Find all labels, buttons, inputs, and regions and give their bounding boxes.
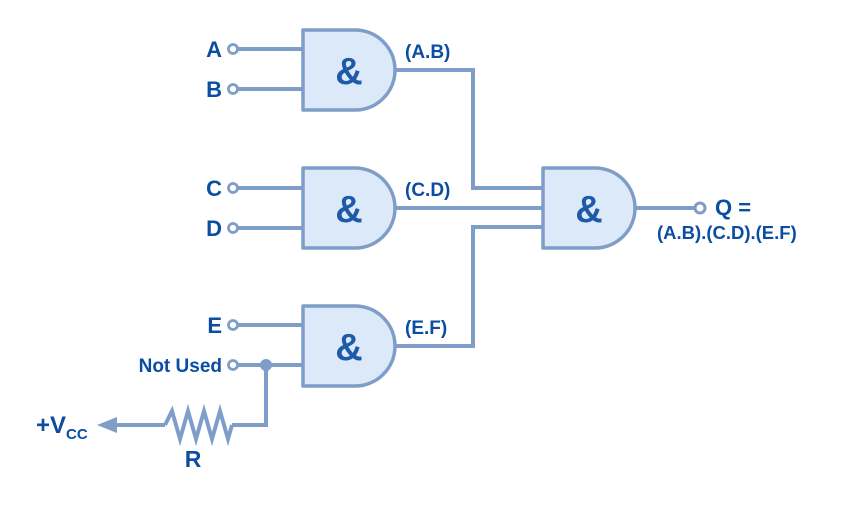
resistor-label: R	[185, 446, 202, 472]
q-output-label: Q =	[715, 195, 751, 220]
input-label-not-used: Not Used	[139, 356, 222, 377]
and-gate-ab-icon	[301, 28, 397, 112]
terminal-not-used-icon	[227, 359, 239, 371]
wire-not-used-to-resistor	[232, 365, 268, 427]
gate-cd-symbol: &	[335, 189, 362, 231]
wire-ab-to-final-gate	[396, 68, 543, 190]
output-label-ef: (E.F)	[405, 318, 447, 339]
and-gate-ef-icon	[301, 304, 397, 388]
vcc-label: +VCC	[36, 412, 88, 443]
and-gate-final-icon	[541, 166, 637, 250]
input-label-c: C	[206, 176, 222, 201]
gate-ef-symbol: &	[335, 327, 362, 369]
terminal-output-icon	[693, 201, 707, 215]
input-label-b: B	[206, 77, 222, 102]
gate-final-symbol: &	[575, 189, 602, 231]
input-label-e: E	[207, 313, 222, 338]
terminal-c-icon	[227, 182, 239, 194]
wire-ef-to-final-gate	[396, 225, 543, 348]
junction-dot	[260, 359, 272, 371]
output-label-cd: (C.D)	[405, 180, 450, 201]
input-label-d: D	[206, 216, 222, 241]
input-label-a: A	[206, 37, 222, 62]
vcc-main-text: +V	[36, 412, 66, 439]
terminal-e-icon	[227, 319, 239, 331]
terminal-b-icon	[227, 83, 239, 95]
terminal-a-icon	[227, 43, 239, 55]
and-gate-cd-icon	[301, 166, 397, 250]
gate-ab-symbol: &	[335, 51, 362, 93]
output-label-ab: (A.B)	[405, 42, 450, 63]
output-expression: (A.B).(C.D).(E.F)	[657, 222, 797, 243]
vcc-arrow-icon	[97, 417, 117, 433]
resistor-symbol	[163, 403, 234, 447]
vcc-subscript-text: CC	[66, 426, 88, 443]
terminal-d-icon	[227, 222, 239, 234]
